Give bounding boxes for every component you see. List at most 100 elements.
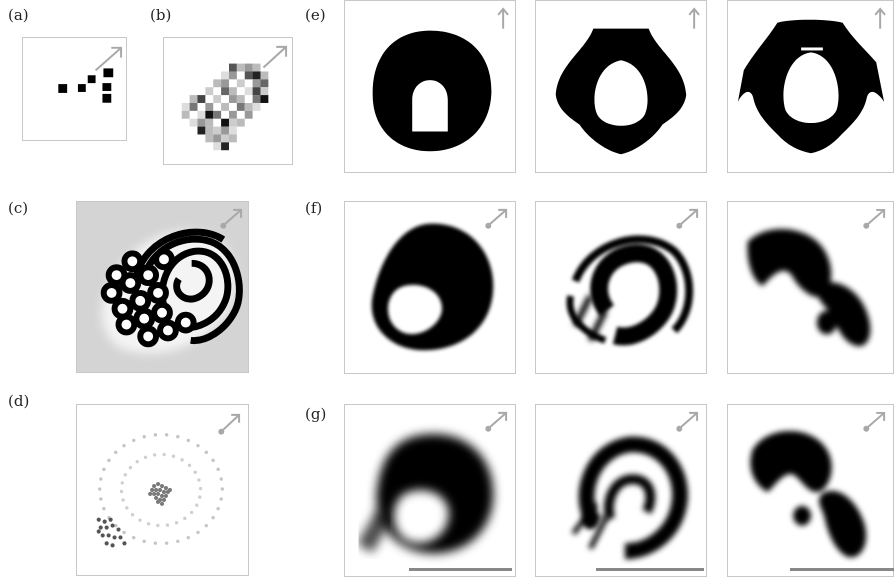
pixel-cell — [221, 87, 229, 96]
dot-arrow-icon — [218, 413, 241, 435]
pixel-cell — [205, 110, 214, 119]
particle-dot — [138, 518, 142, 522]
pixel-cell — [181, 102, 190, 111]
pixel-cell — [244, 71, 253, 80]
particle-dot — [154, 495, 159, 500]
scale-bar-2 — [596, 568, 704, 571]
particle-dot — [153, 541, 158, 545]
particle-dot — [130, 513, 135, 517]
particle-dot — [125, 506, 129, 510]
pixel-cell — [236, 63, 245, 72]
particle-dot — [132, 535, 136, 540]
blurred-blob-chain — [747, 228, 871, 347]
pixel-cell — [221, 134, 229, 143]
pixel-cell — [205, 102, 214, 111]
particle-dot — [211, 515, 215, 520]
pixel-cell — [221, 102, 229, 111]
pixel-cell — [244, 102, 253, 111]
scale-bar-1 — [409, 568, 512, 571]
particle-dot — [118, 535, 123, 540]
panel-b-gray-pixels — [163, 37, 293, 165]
pixel-cell — [260, 79, 269, 88]
panel-c-lenia-creature — [76, 201, 249, 373]
pixel-cell — [213, 95, 222, 103]
winged-shape-extended — [737, 19, 885, 154]
soft-blob-chain — [750, 430, 867, 558]
particle-dot — [120, 481, 124, 485]
pixel-cell — [236, 79, 245, 88]
pixel-cell — [252, 95, 261, 103]
pixel-cell — [221, 79, 229, 88]
panel-label-c: (c) — [8, 199, 29, 217]
particle-dot — [155, 481, 161, 487]
pixel-cell — [260, 95, 269, 103]
panel-f3 — [727, 201, 894, 374]
dot-arrow-icon — [676, 411, 699, 432]
pixel-cell — [213, 126, 222, 135]
white-slit — [801, 47, 823, 51]
pixel-cell — [228, 63, 237, 72]
particle-dot — [193, 470, 197, 474]
particle-dot — [180, 458, 184, 462]
particle-dot — [211, 458, 215, 463]
pixel-cell — [236, 95, 245, 103]
panel-label-d: (d) — [8, 392, 30, 410]
pixel-cell — [197, 110, 206, 119]
panel-label-f: (f) — [305, 199, 323, 217]
pixel-cell — [252, 87, 261, 96]
particle-dot — [220, 487, 224, 491]
particle-dot — [102, 467, 106, 472]
particle-dot — [99, 477, 103, 481]
particle-dot — [148, 491, 153, 497]
particle-dot — [155, 491, 161, 497]
particle-dot — [132, 438, 136, 443]
panel-g2 — [535, 404, 707, 577]
pixel-cell — [252, 63, 261, 72]
particle-dot — [196, 530, 200, 535]
winged-shape — [555, 28, 687, 155]
dot-arrow-icon — [220, 208, 243, 229]
particle-dot — [98, 487, 102, 491]
blurred-arcs — [566, 235, 694, 346]
pixel-cell — [228, 95, 237, 103]
particle-dot — [171, 454, 176, 458]
particle-dot — [114, 524, 118, 528]
particle-dot — [98, 525, 103, 530]
particle-dot — [121, 498, 125, 502]
particle-dot — [152, 453, 157, 457]
up-arrow-icon — [497, 7, 509, 29]
panel-label-a: (a) — [8, 6, 29, 24]
soft-arcs — [578, 436, 688, 560]
pixel-cell — [197, 95, 206, 103]
dot-arrow-icon — [676, 208, 699, 229]
panel-a-pixel-pattern — [22, 37, 127, 141]
particle-dot — [152, 491, 157, 497]
particle-dot — [114, 450, 118, 455]
particle-dot — [102, 507, 106, 511]
particle-dot — [153, 433, 158, 437]
particle-dot — [155, 499, 161, 504]
particle-dot — [156, 523, 160, 528]
panel-f2 — [535, 201, 707, 374]
particle-dot — [100, 533, 105, 538]
particle-dot — [123, 473, 127, 477]
pixel-cell — [260, 71, 269, 80]
up-arrow-icon — [688, 7, 700, 29]
particle-dot — [187, 463, 192, 467]
particle-dot — [110, 523, 115, 528]
pixel-cell — [228, 118, 237, 127]
particle-dot — [96, 517, 101, 522]
pixel-cell — [221, 71, 229, 80]
particle-dot — [162, 452, 166, 457]
pixel-cell — [228, 134, 237, 143]
pixel-cell — [252, 79, 261, 88]
particle-dot — [104, 525, 109, 530]
pixel-cell — [228, 126, 237, 135]
up-arrow-icon — [874, 7, 886, 29]
dot-arrow-icon — [485, 411, 508, 432]
particle-dot — [159, 483, 165, 489]
pixel-cell — [189, 95, 198, 103]
particle-dot — [183, 516, 187, 521]
gray-pixel-cluster — [181, 63, 269, 151]
pixel-cell — [197, 126, 206, 135]
